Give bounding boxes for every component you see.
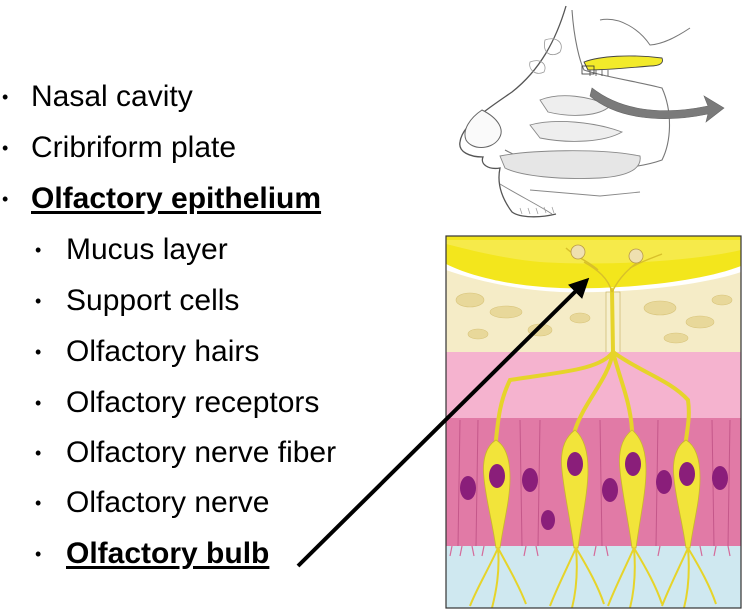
sinus-bone-texture [529,38,562,74]
lamina-propria [446,352,741,418]
nose-illustration [459,5,725,218]
bullet-nasal-cavity: Nasal cavity [31,80,193,113]
skull-outline [599,18,691,46]
bullet-list: • Nasal cavity • Cribriform plate • Olfa… [2,80,337,570]
receptor-neuron [549,429,605,608]
bulb-dendrites [565,247,663,293]
nerve-fibers [494,288,691,442]
bullet-olfactory-nerve: Olfactory nerve [66,486,270,519]
mitral-cells [570,244,644,264]
bullet-dot: • [2,87,9,107]
nasal-cavity-outline [504,9,670,171]
bullet-dot: • [35,291,42,311]
bullet-mucus-layer: Mucus layer [66,233,228,266]
bone-pores [455,292,733,344]
olfactory-region-highlight [583,55,663,71]
bullet-olfactory-nerve-fiber: Olfactory nerve fiber [66,436,337,469]
bullet-dot: • [35,342,42,362]
airflow-arrow [589,87,725,123]
olfactory-region-box [581,65,595,75]
bullet-olfactory-bulb: Olfactory bulb [66,537,270,570]
bullet-dot: • [35,544,42,564]
face-outline [459,5,567,218]
bullet-olfactory-epithelium: Olfactory epithelium [31,182,322,215]
pointer-arrow [296,277,590,568]
epithelium-panel [445,235,742,609]
teeth [519,206,555,215]
bullet-dot: • [2,138,9,158]
bullet-olfactory-receptors: Olfactory receptors [66,386,320,419]
nostril-outline [464,109,502,148]
bullet-dot: • [35,240,42,260]
receptor-neuron [607,429,663,608]
bullet-cribriform-plate: Cribriform plate [31,131,237,164]
cilia-fringe [449,545,731,557]
bulb-top-highlight [446,240,741,264]
palate-bone [499,150,641,179]
cribriform-bone [446,270,741,354]
receptor-neuron [661,439,717,608]
support-cell-nuclei [460,466,728,530]
bullet-olfactory-hairs: Olfactory hairs [66,335,260,368]
bullet-dot: • [2,189,9,209]
receptor-neurons [469,429,717,608]
olfactory-fibers-small [589,70,609,76]
bullet-dot: • [35,493,42,513]
turbinate-middle [529,121,624,142]
mouth-outline [499,183,641,215]
mucus-layer [446,546,741,608]
bullet-support-cells: Support cells [66,284,240,317]
receptor-neuron [469,439,527,608]
bullet-dot: • [35,443,42,463]
bullet-dot: • [35,393,42,413]
